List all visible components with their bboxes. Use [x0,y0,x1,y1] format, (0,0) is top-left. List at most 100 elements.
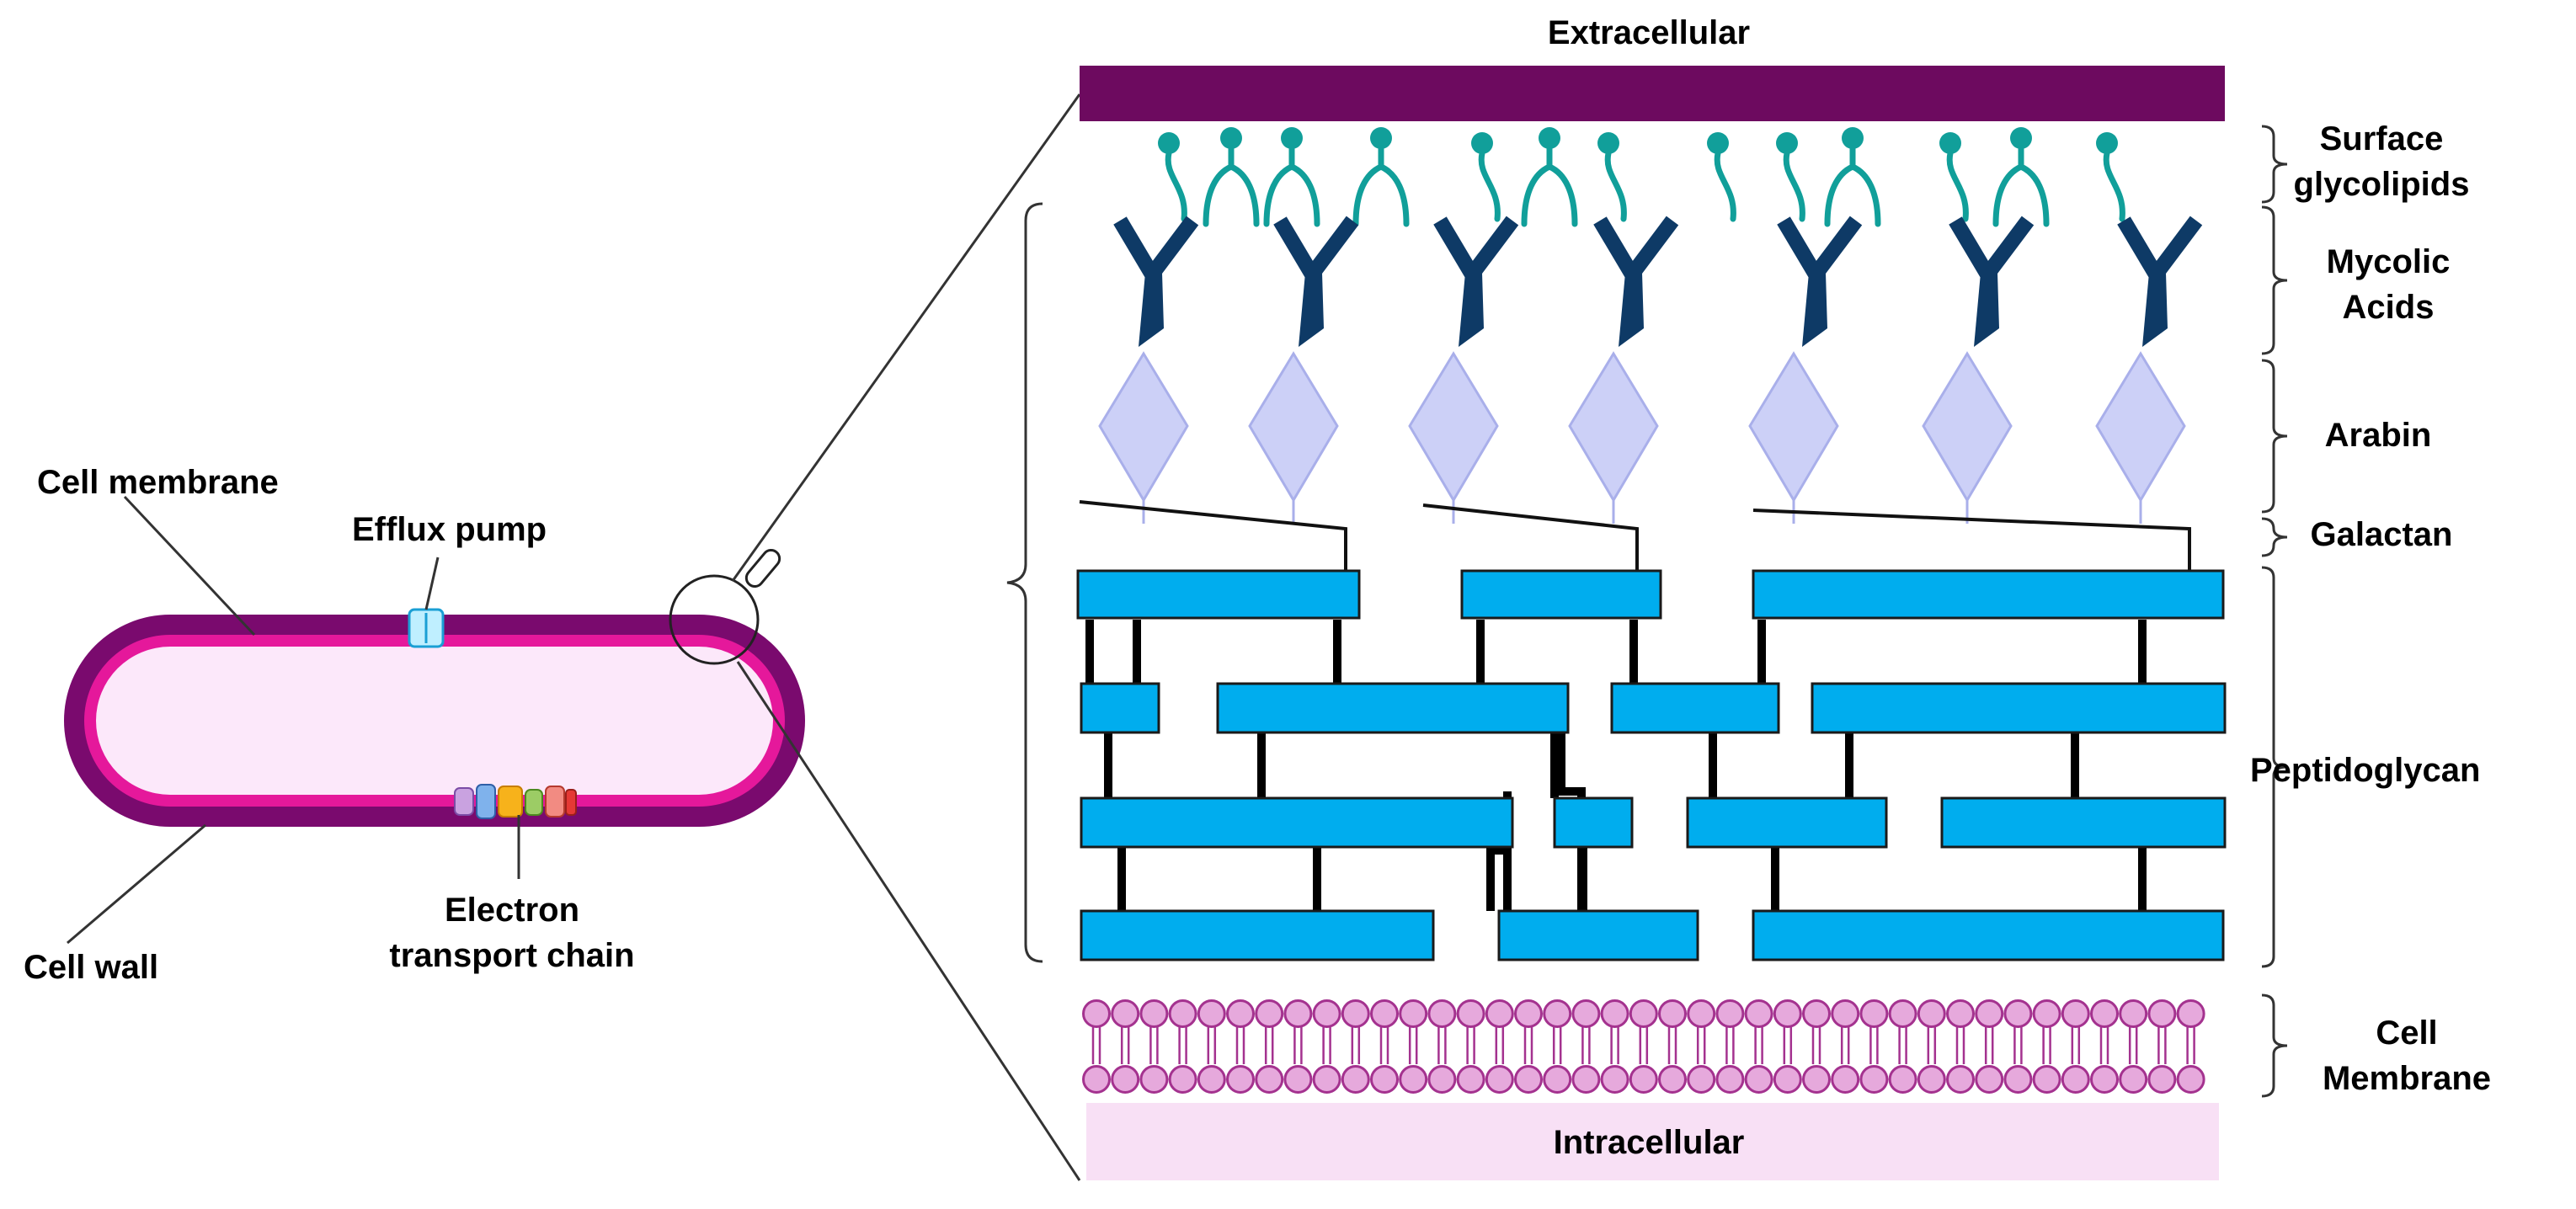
label-etc-line1: Electron [445,892,579,929]
phospholipid-pair [1139,999,1169,1094]
glycolipid [1158,132,1187,222]
arabin-unit [2095,351,2186,524]
layer-brace [2261,517,2288,557]
phospholipid-pair [1514,999,1543,1094]
bacterial-cell: Cell membrane Efflux pump Electron trans… [24,93,1081,1181]
phospholipid-pair [1485,999,1514,1094]
label-cell-wall: Cell wall [24,949,158,986]
label-etc-line2: transport chain [389,937,634,974]
leader-cell-wall [67,823,206,945]
glycolipid [2096,132,2125,222]
arabin-unit [1922,351,2013,524]
peptidoglycan-strand [1080,909,1435,961]
glycolipid [1776,132,1805,222]
outer-layer-bar [1080,66,2225,121]
phospholipid-pair [1773,999,1802,1094]
layer-brace [2261,359,2288,514]
surface-glycolipids [1158,127,2125,227]
peptidoglycan-strand [1460,569,1662,620]
glycolipid [1939,132,1969,222]
phospholipid-pair [2147,999,2177,1094]
mycolic-acid [1777,216,1863,347]
phospholipid-pair [1543,999,1572,1094]
glycolipid [1263,127,1320,227]
layer-brace [2261,125,2288,204]
layer-braces [2261,125,2288,1098]
phospholipid-pair [1802,999,1831,1094]
mycolic-acid [1273,216,1359,347]
phospholipid-pair [2119,999,2148,1094]
arabin-layer [1098,351,2186,524]
peptidoglycan-strand [1752,909,2225,961]
peptidoglycan-strand [1686,796,1888,849]
glycolipid [1597,132,1627,222]
phospholipid-pair [1946,999,1975,1094]
zoom-line-bottom [736,661,1081,1181]
phospholipid-pair [1831,999,1860,1094]
label-mycolic-acids-1: Mycolic [2327,243,2451,280]
cytoplasm [96,647,773,795]
phospholipid-pair [1687,999,1716,1094]
label-intracellular: Intracellular [1554,1124,1745,1161]
phospholipid-pair [2032,999,2061,1094]
glycolipid [1992,127,2050,227]
cell-envelope: Extracellular Intracellular Surface glyc… [1006,14,2491,1180]
phospholipid-pair [1399,999,1428,1094]
mycolic-acid [1113,216,1199,347]
phospholipid-pair [1283,999,1313,1094]
phospholipid-pair [1658,999,1687,1094]
phospholipid-pair [1226,999,1255,1094]
cell-wall-brace [1006,202,1043,963]
phospholipid-pair [1082,999,1111,1094]
peptidoglycan-strand [1076,569,1361,620]
label-galactan: Galactan [2311,516,2453,553]
mycolic-acids [1113,216,2203,347]
phospholipid-pair [1917,999,1946,1094]
peptidoglycan-strand [1553,796,1634,849]
galactan-chain [1752,509,2191,573]
phospholipid-pair [2090,999,2119,1094]
intracellular-region [1086,1103,2219,1180]
peptidoglycan-layer [1076,569,2227,961]
glycolipid [1471,132,1501,222]
electron-transport-chain [454,784,577,819]
glycolipid [1352,127,1410,227]
mycolic-acid [1433,216,1519,347]
layer-brace [2261,993,2288,1098]
arabin-unit [1408,351,1499,524]
phospholipid-pair [1370,999,1399,1094]
glycolipid [1824,127,1881,227]
phospholipid-pair [1975,999,2004,1094]
peptidoglycan-strand [1080,796,1514,849]
phospholipid-pair [1197,999,1226,1094]
arabin-unit [1098,351,1189,524]
galactan-chain [1079,500,1347,573]
mycolic-acid [2117,216,2203,347]
layer-brace [2261,205,2288,355]
phospholipid-pair [1744,999,1773,1094]
label-cell-membrane-layer-2: Membrane [2323,1060,2491,1097]
layer-brace [2261,566,2288,968]
phospholipid-pair [1168,999,1197,1094]
label-efflux-pump: Efflux pump [352,511,547,548]
phospholipid-pair [1312,999,1341,1094]
arabin-unit [1568,351,1659,524]
peptidoglycan-strand [1752,569,2225,620]
phospholipid-pair [2061,999,2090,1094]
phospholipid-pair [2176,999,2205,1094]
label-cell-membrane-layer-1: Cell [2376,1015,2437,1052]
phospholipid-pair [2003,999,2033,1094]
label-surface-glycolipids-1: Surface [2320,120,2444,157]
phospholipid-pair [1888,999,1917,1094]
peptidoglycan-strand [1940,796,2227,849]
peptidoglycan-strand [1497,909,1699,961]
phospholipid-pair [1111,999,1140,1094]
cell-membrane-bilayer [1082,999,2205,1094]
mycolic-acid [1949,216,2035,347]
phospholipid-pair [1571,999,1601,1094]
mycolic-acid [1593,216,1679,347]
phospholipid-pair [1255,999,1284,1094]
peptidoglycan-strand [1811,682,2227,734]
zoom-line-top [731,93,1081,582]
glycolipid [1521,127,1578,227]
